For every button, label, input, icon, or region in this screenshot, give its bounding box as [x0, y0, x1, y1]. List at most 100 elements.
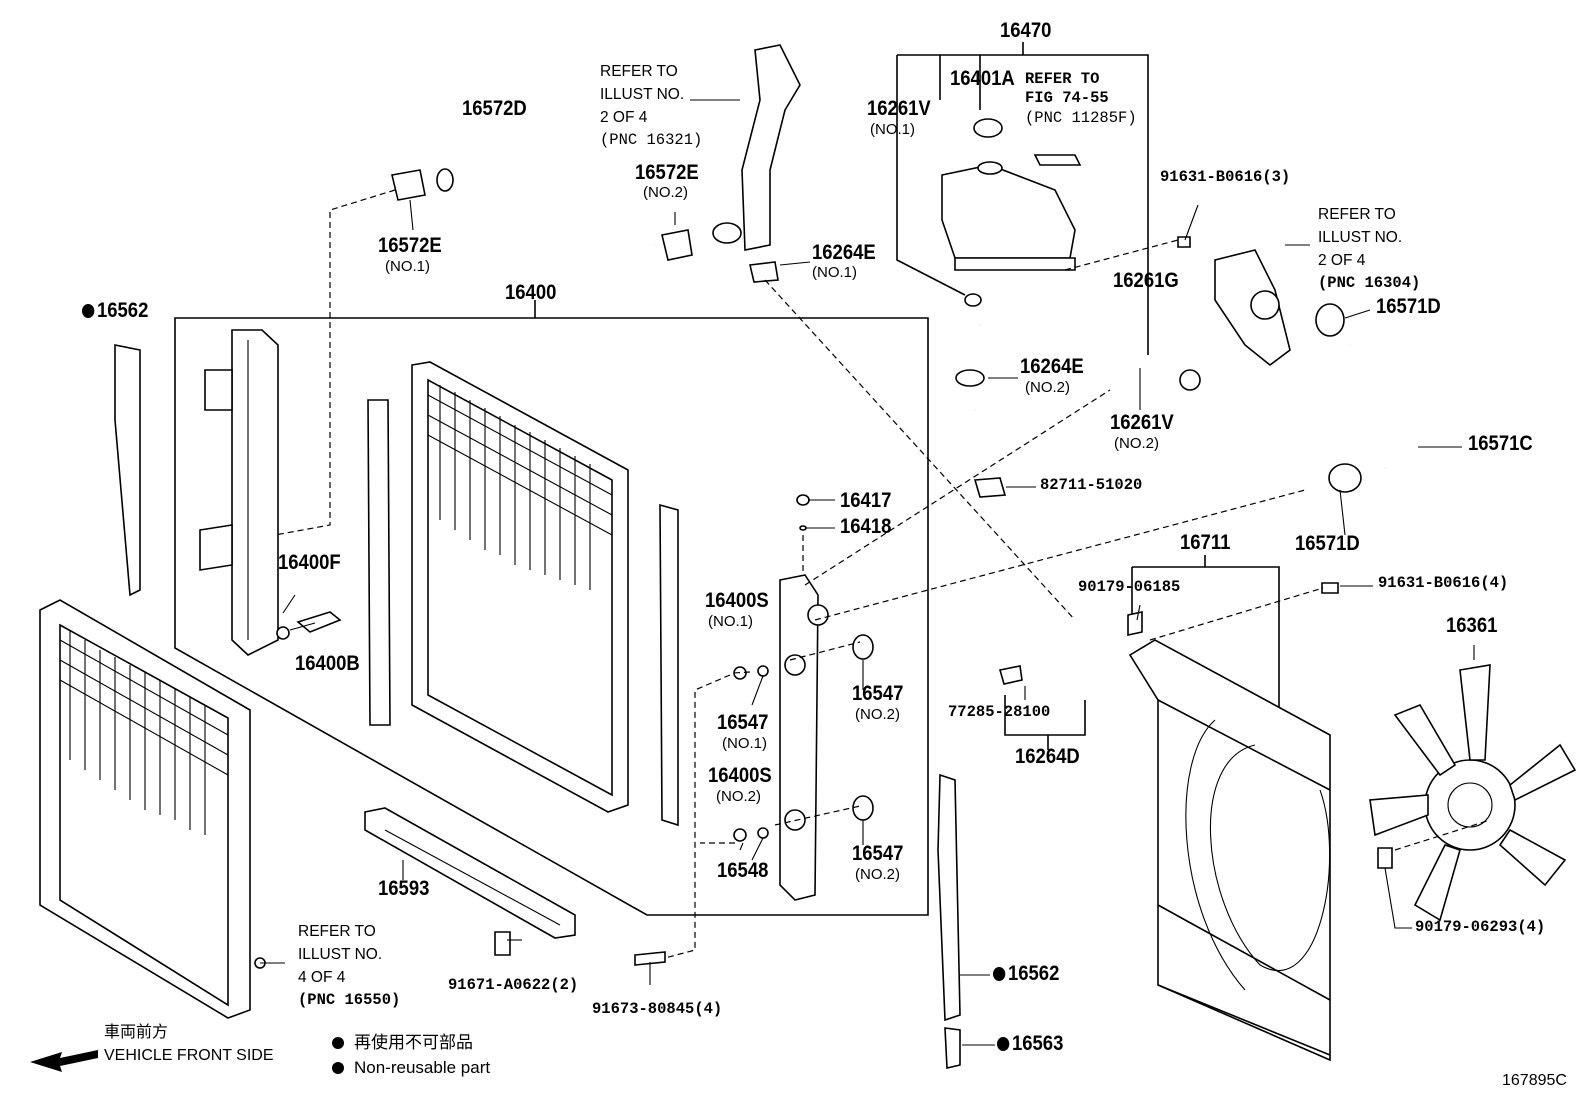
label-16563: 16563	[997, 1033, 1063, 1054]
label-16548: 16548	[717, 859, 769, 882]
assembly-box-16400	[174, 317, 929, 916]
label-16261V-1: 16261V	[867, 97, 931, 120]
label-no1-b: (NO.1)	[385, 258, 430, 275]
label-no2-c: (NO.2)	[1114, 435, 1159, 452]
label-16571C: 16571C	[1468, 432, 1533, 455]
water-outlet	[1214, 249, 1291, 367]
label-16417: 16417	[840, 489, 892, 512]
legend-nonreuse-jp: 再使用不可部品	[332, 1034, 473, 1051]
clip-82711	[973, 477, 1007, 498]
label-16264D: 16264D	[1015, 745, 1080, 768]
label-16361: 16361	[1446, 614, 1498, 637]
label-ref-c-1: REFER TO	[298, 923, 376, 940]
label-no2-e: (NO.2)	[716, 788, 761, 805]
nonreusable-dot	[997, 1037, 1010, 1051]
inlet-pipe	[741, 44, 801, 251]
label-16572E-1: 16572E	[378, 234, 442, 257]
reservoir-16470	[941, 161, 1076, 271]
label-ref-c-4: (PNC 16550)	[298, 991, 401, 1009]
label-ref-a-1: REFER TO	[600, 63, 678, 80]
label-91673: 91673-80845(4)	[592, 1000, 723, 1018]
legend-front-jp: 車両前方	[104, 1024, 169, 1041]
label-16400: 16400	[505, 281, 557, 304]
label-16571D-a: 16571D	[1376, 295, 1441, 318]
label-ref-b-4: (PNC 16304)	[1318, 274, 1421, 292]
label-91671: 91671-A0622(2)	[448, 976, 579, 994]
label-91631-4: 91631-B0616(4)	[1378, 574, 1509, 592]
label-no1-d: (NO.1)	[708, 613, 753, 630]
label-16562-a: 16562	[82, 300, 148, 321]
legend-nonreuse-en: Non-reusable part	[332, 1059, 490, 1076]
legend-front-en: VEHICLE FRONT SIDE	[104, 1047, 274, 1064]
label-ref-fig-2: FIG 74-55	[1025, 89, 1109, 107]
label-ref-a-4: (PNC 16321)	[600, 131, 703, 149]
baffle-16593	[364, 807, 576, 939]
fan-shroud-16711	[1128, 639, 1331, 1062]
label-16547-a: 16547	[852, 682, 904, 705]
label-16572D: 16572D	[462, 97, 527, 120]
label-90179-06293: 90179-06293(4)	[1415, 918, 1546, 936]
seal-16562-right	[937, 773, 961, 1022]
label-ref-c-2: ILLUST NO.	[298, 946, 383, 963]
label-16400B: 16400B	[295, 652, 360, 675]
label-16547-c: 16547	[852, 842, 904, 865]
label-16400F: 16400F	[278, 551, 341, 574]
label-16400S-1: 16400S	[705, 589, 769, 612]
label-ref-a-2: ILLUST NO.	[600, 86, 685, 103]
seal-16563	[944, 1027, 961, 1069]
label-ref-b-3: 2 OF 4	[1318, 252, 1366, 269]
seal-left	[367, 399, 391, 726]
front-arrow	[30, 1050, 98, 1072]
nonreusable-dot	[82, 304, 95, 318]
nonreusable-dot	[993, 967, 1006, 981]
bolt-91673	[634, 951, 666, 966]
nonreusable-dot	[332, 1037, 344, 1049]
nonreusable-dot	[332, 1062, 344, 1074]
radiator-front	[39, 599, 266, 1019]
clamp-16264E-2	[955, 369, 985, 387]
label-16470: 16470	[1000, 19, 1052, 42]
radiator-core	[411, 361, 629, 813]
left-tank	[199, 329, 279, 656]
label-ref-fig-3: (PNC 11285F)	[1025, 109, 1137, 127]
label-ref-a-3: 2 OF 4	[600, 109, 648, 126]
label-no2-d: (NO.2)	[855, 706, 900, 723]
label-16264E-1: 16264E	[812, 241, 876, 264]
label-ref-b-2: ILLUST NO.	[1318, 229, 1403, 246]
label-16261G: 16261G	[1113, 269, 1179, 292]
label-16571D-b: 16571D	[1295, 532, 1360, 555]
right-tank	[779, 574, 829, 901]
label-16572E-2: 16572E	[635, 161, 699, 184]
label-16593: 16593	[378, 877, 430, 900]
label-no1-e: (NO.1)	[722, 735, 767, 752]
label-no1-a: (NO.1)	[870, 121, 915, 138]
fan-16361	[1369, 664, 1577, 922]
cap-16401A	[973, 118, 1003, 138]
seal-right	[659, 503, 679, 827]
label-16547-b: 16547	[717, 711, 769, 734]
figure-id: 167895C	[1502, 1072, 1567, 1089]
label-16562-b: 16562	[993, 963, 1059, 984]
label-77285: 77285-28100	[948, 703, 1051, 721]
bolt-91671	[494, 931, 511, 956]
label-no2-a: (NO.2)	[643, 184, 688, 201]
label-90179-06185: 90179-06185	[1078, 578, 1181, 596]
label-16711: 16711	[1180, 531, 1231, 554]
label-ref-c-3: 4 OF 4	[298, 969, 346, 986]
label-ref-fig-1: REFER TO	[1025, 70, 1100, 88]
label-no2-f: (NO.2)	[855, 866, 900, 883]
clamp-16571D-a	[1315, 303, 1345, 337]
label-16400S-2: 16400S	[708, 764, 772, 787]
label-16418: 16418	[840, 515, 892, 538]
seal-16562-left	[114, 344, 141, 597]
label-91631-3: 91631-B0616(3)	[1160, 168, 1291, 186]
label-ref-b-1: REFER TO	[1318, 206, 1396, 223]
label-16261V-2: 16261V	[1110, 411, 1174, 434]
label-82711: 82711-51020	[1040, 476, 1143, 494]
label-no1-c: (NO.1)	[812, 264, 857, 281]
clamp-16571D-b	[1328, 463, 1362, 493]
label-no2-b: (NO.2)	[1025, 379, 1070, 396]
clip-77285	[998, 665, 1023, 685]
